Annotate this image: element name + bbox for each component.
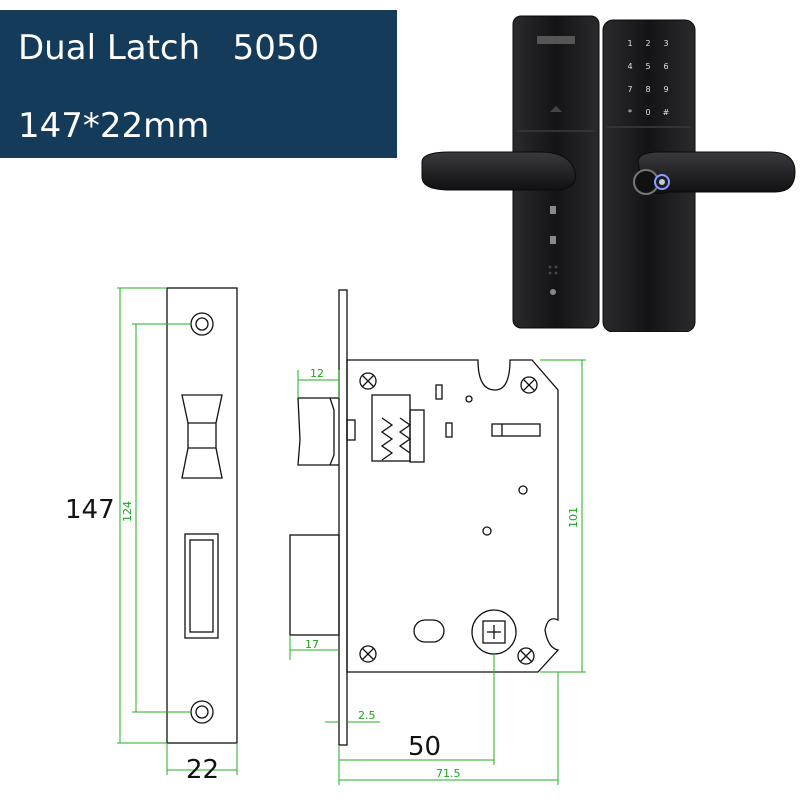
faceplate-outline bbox=[166, 287, 238, 744]
dim-backset: 50 bbox=[408, 732, 441, 762]
latch-tongue bbox=[181, 394, 223, 479]
keypad-icon: 1 2 3 4 5 6 7 8 9 * 0 # bbox=[627, 39, 669, 117]
title-line: Dual Latch 5050 bbox=[18, 28, 319, 68]
deadbolt bbox=[289, 534, 340, 636]
product-photo: 1 2 3 4 5 6 7 8 9 * 0 # bbox=[421, 15, 796, 332]
dim-faceplate-width: 22 bbox=[186, 755, 219, 785]
dim-screw-spacing: 124 bbox=[121, 501, 134, 522]
dim-deadbolt-projection: 17 bbox=[305, 638, 319, 651]
screw-head-icon bbox=[359, 372, 377, 390]
spring-housing bbox=[371, 394, 411, 462]
svg-text:0: 0 bbox=[645, 108, 650, 117]
svg-text:*: * bbox=[628, 108, 632, 117]
svg-text:3: 3 bbox=[663, 39, 668, 48]
screw-head-icon bbox=[190, 700, 214, 724]
svg-text:6: 6 bbox=[663, 62, 668, 71]
dim-case-height: 101 bbox=[567, 507, 580, 528]
svg-text:9: 9 bbox=[663, 85, 668, 94]
svg-text:4: 4 bbox=[627, 62, 632, 71]
svg-text:8: 8 bbox=[645, 85, 650, 94]
spring-icon bbox=[380, 417, 394, 461]
model-number: 5050 bbox=[232, 28, 320, 68]
svg-text:#: # bbox=[663, 108, 670, 117]
screw-head-icon bbox=[520, 376, 538, 394]
faceplate-side bbox=[338, 289, 348, 746]
svg-text:2: 2 bbox=[645, 39, 650, 48]
svg-text:5: 5 bbox=[645, 62, 650, 71]
dim-latch-projection: 12 bbox=[310, 367, 324, 380]
screw-head-icon bbox=[190, 312, 214, 336]
title-banner: Dual Latch 5050 147*22mm bbox=[0, 10, 397, 158]
latch-bolt bbox=[297, 397, 335, 466]
screw-head-icon bbox=[517, 647, 535, 665]
dimension-lines bbox=[117, 287, 586, 785]
svg-text:7: 7 bbox=[627, 85, 632, 94]
deadbolt-opening bbox=[184, 533, 219, 639]
svg-text:1: 1 bbox=[627, 39, 632, 48]
lock-case-outline bbox=[346, 359, 560, 673]
dim-faceplate-height: 147 bbox=[65, 495, 115, 525]
product-size: 147*22mm bbox=[18, 106, 210, 146]
inside-lock-unit bbox=[421, 15, 600, 329]
screw-head-icon bbox=[359, 645, 377, 663]
product-title: Dual Latch bbox=[18, 28, 201, 68]
dim-case-depth: 71.5 bbox=[436, 767, 461, 780]
dim-faceplate-thickness: 2.5 bbox=[358, 709, 376, 722]
outside-lock-unit: 1 2 3 4 5 6 7 8 9 * 0 # bbox=[602, 19, 796, 332]
